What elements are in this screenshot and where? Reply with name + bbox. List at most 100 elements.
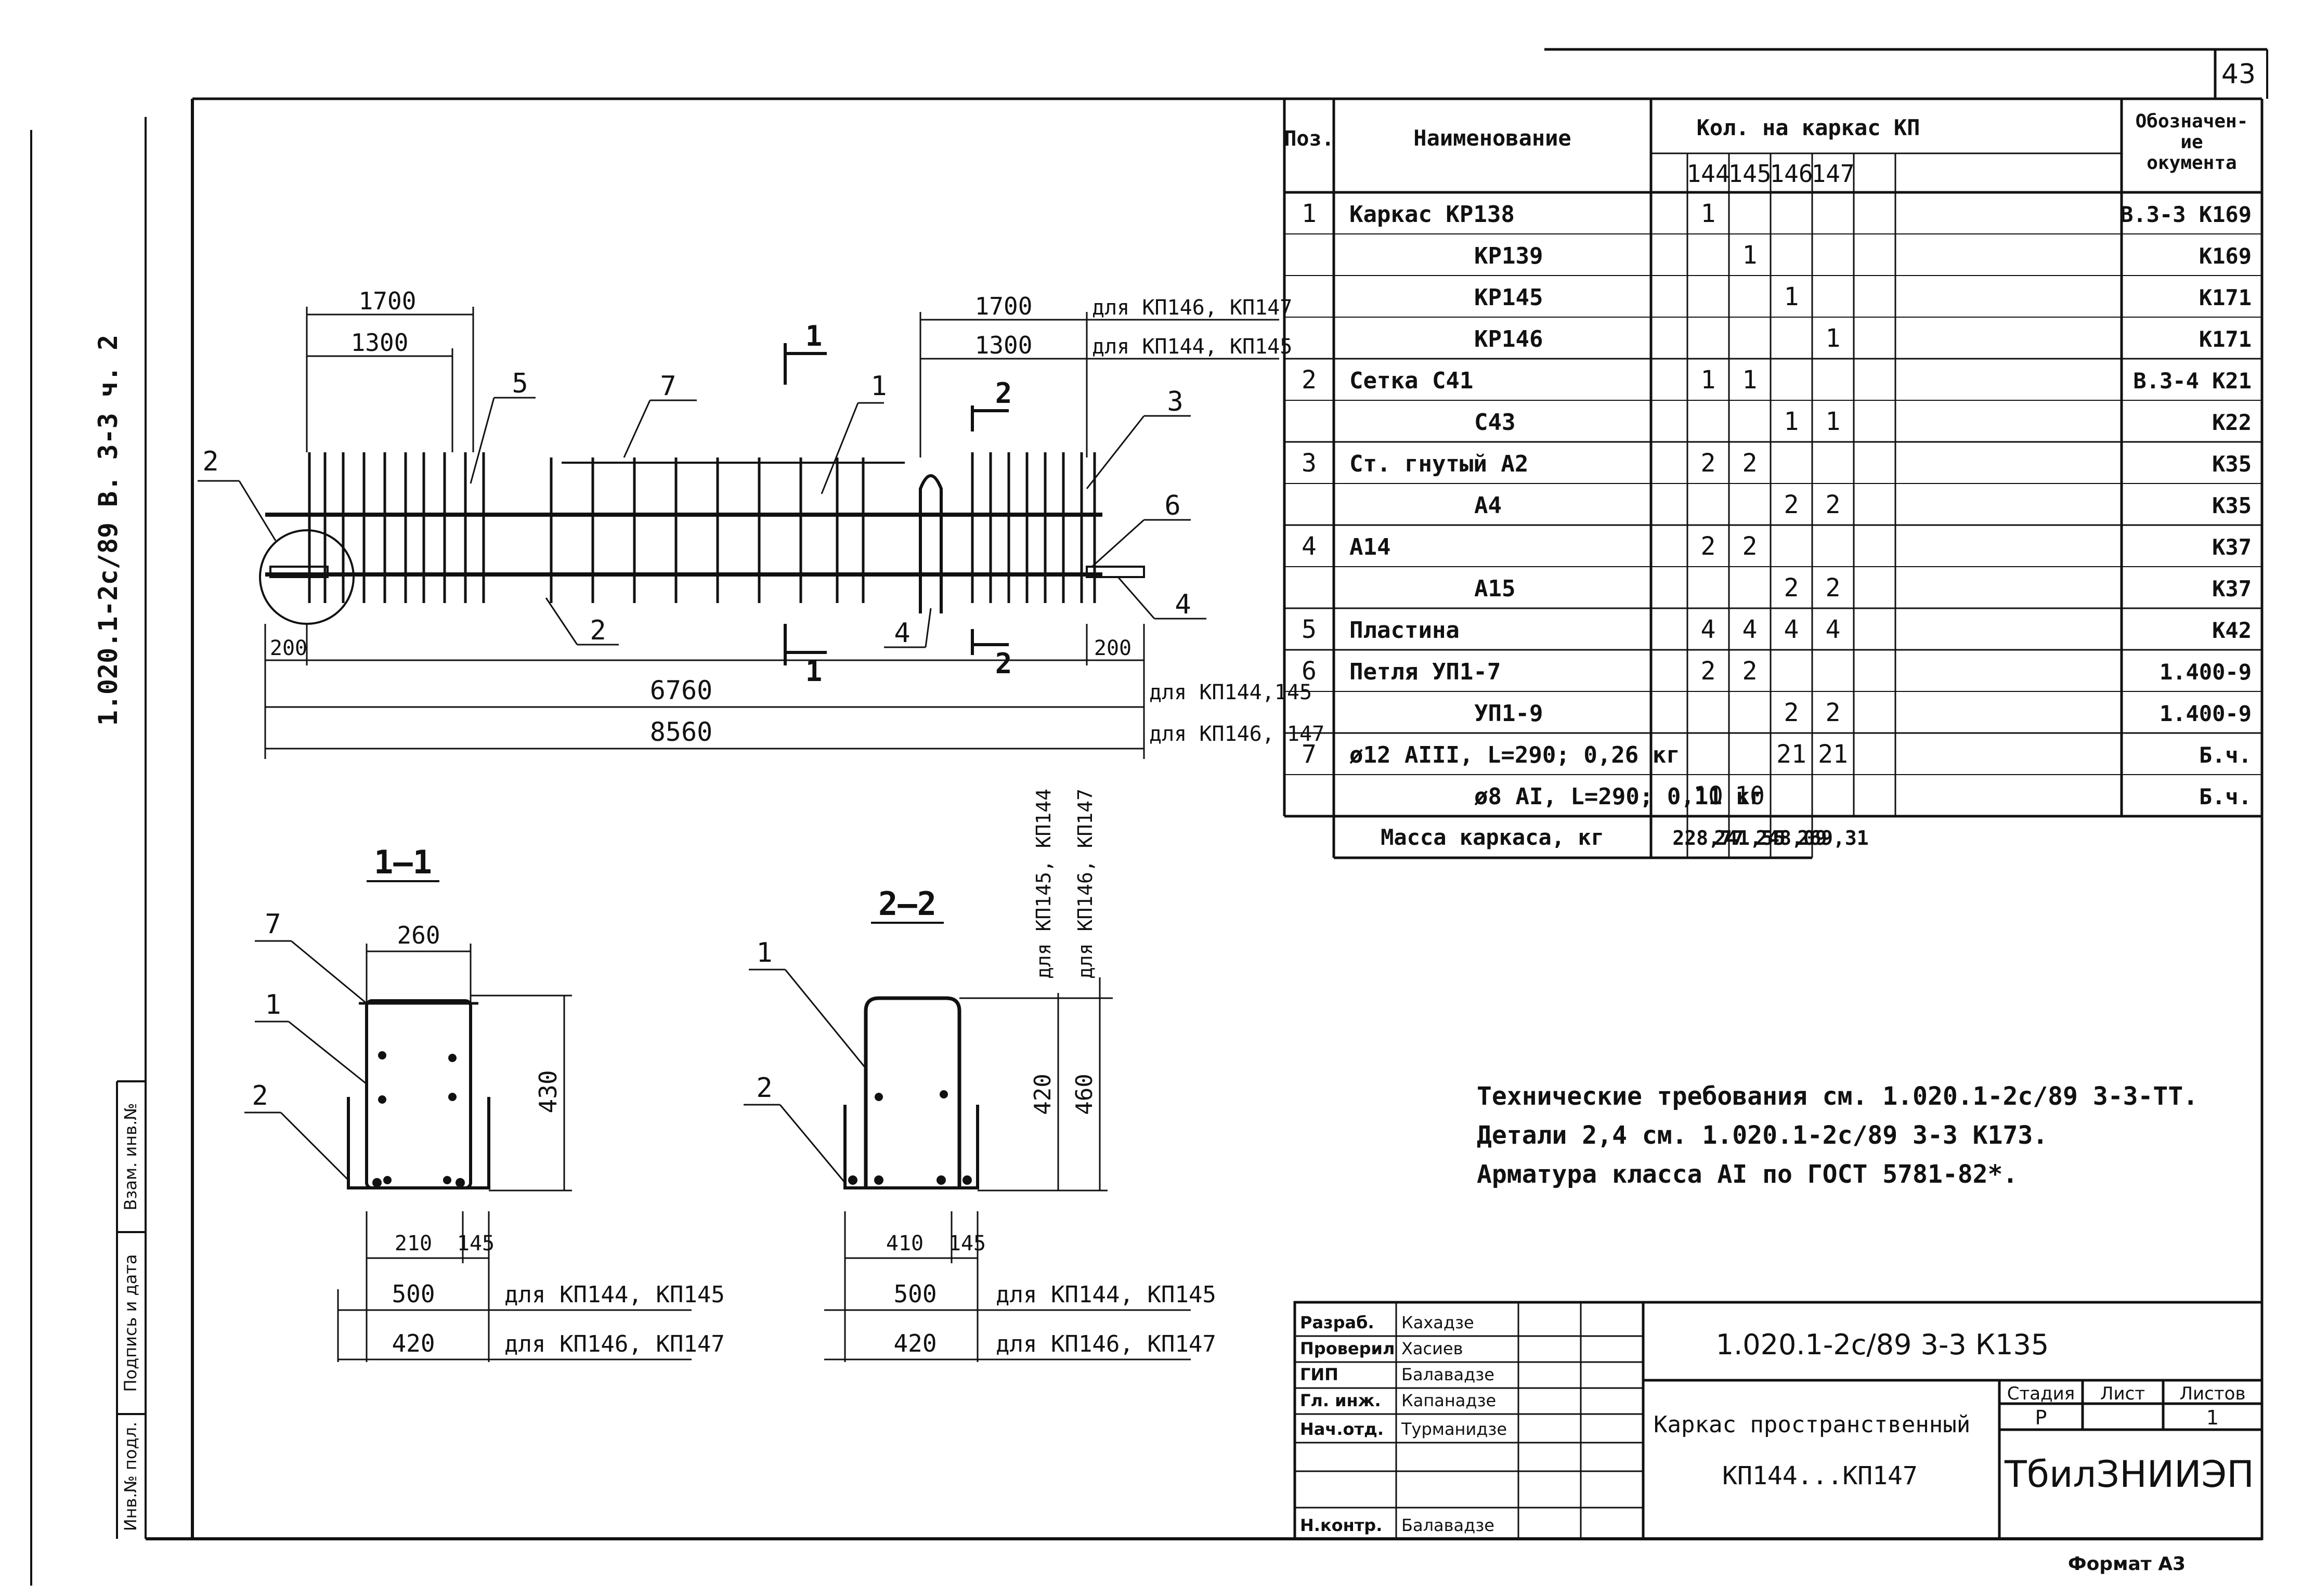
title-block-role: Разраб.: [1300, 1313, 1374, 1332]
spec-row-qty: 1: [1784, 282, 1799, 311]
callout-3: 3: [1167, 386, 1183, 417]
spec-row-pos: 7: [1302, 740, 1317, 769]
spec-row-pos: 6: [1302, 657, 1317, 686]
spec-row-doc: В.3-3 К169: [2120, 202, 2252, 227]
title-block-person: Кахадзе: [1401, 1313, 1474, 1332]
spec-row-name: КР139: [1474, 243, 1543, 269]
dim-1700-right: 1700: [975, 292, 1033, 320]
spec-qty-col-2: 146: [1770, 160, 1813, 188]
spec-row-name: ø8 АI, L=290; 0,11 кг: [1474, 783, 1763, 810]
section-1-stirrup: [347, 1097, 490, 1189]
title-block-role: Проверил: [1300, 1339, 1395, 1358]
callout-4-bottom: 4: [894, 618, 910, 649]
title-block-code: 1.020.1-2с/89 3-3 К135: [1716, 1328, 2049, 1361]
title-block-sheet-label: Лист: [2100, 1383, 2145, 1404]
spec-mass-label: Масса каркаса, кг: [1381, 825, 1604, 850]
spec-row-qty: 21: [1818, 740, 1848, 769]
elevation-view: 1700 1300 1700 1300 для КП146, КП147 для…: [198, 287, 1324, 759]
dim-note-kp144-145: для КП144, КП145: [1092, 335, 1292, 359]
title-block-person: Хасиев: [1401, 1339, 1463, 1358]
section-1-dim-inner: 210: [395, 1232, 432, 1255]
spec-mass-value: 228,77: [1672, 827, 1744, 849]
right-bar-cluster: [971, 452, 1096, 603]
spec-row-qty: 2: [1826, 573, 1841, 603]
bottom-dim-lines: [264, 624, 1145, 759]
left-bar-cluster: [308, 452, 865, 603]
spec-row-name: А15: [1474, 575, 1515, 602]
spec-header-doc-2: ие: [2180, 132, 2203, 153]
spec-mass-value: 269,31: [1797, 827, 1868, 849]
spec-row-doc: В.3-4 К21: [2133, 368, 2252, 394]
spec-row-qty: 1: [1701, 365, 1716, 395]
section-1-dim-side: 145: [457, 1232, 495, 1255]
spec-header-pos: Поз.: [1284, 127, 1334, 151]
spec-qty-col-0: 144: [1686, 160, 1729, 188]
section-cut-marks: [784, 343, 1009, 665]
note-1: Технические требования см. 1.020.1-2с/89…: [1477, 1082, 2198, 1111]
section-1-dim-w2: 420: [392, 1329, 435, 1357]
spec-row-qty: 2: [1742, 532, 1758, 561]
section-2-dim-w1-note: для КП144, КП145: [996, 1281, 1216, 1308]
section-2-stirrup: [843, 1105, 979, 1189]
stamp-label-signature: Подпись и дата: [121, 1254, 140, 1392]
section-2-2: 2–2 420 460 для КП145, КП144 для КП146, …: [744, 789, 1216, 1362]
section-2-dim-inner: 410: [886, 1232, 924, 1255]
spec-row-doc: К37: [2212, 576, 2252, 601]
spec-header-doc-3: окумента: [2147, 152, 2236, 174]
spec-row-name: Пластина: [1349, 617, 1460, 644]
section-2-dim-w2: 420: [893, 1329, 937, 1357]
section-2-callout-1: 1: [756, 937, 772, 969]
title-block-person: Балавадзе: [1401, 1365, 1494, 1384]
spec-row-doc: К35: [2212, 451, 2252, 477]
spec-header-qty: Кол. на каркас КП: [1697, 115, 1920, 140]
dim-overall-1: 6760: [650, 675, 712, 705]
spec-row-qty: 4: [1742, 615, 1758, 644]
title-block-role: ГИП: [1300, 1365, 1338, 1384]
spec-row-qty: 1: [1826, 407, 1841, 436]
spec-qty-col-3: 147: [1811, 160, 1854, 188]
callout-leaders: [198, 397, 1206, 648]
spec-row-doc: 1.400-9: [2160, 659, 2252, 685]
spec-header-doc-1: Обозначен-: [2136, 111, 2248, 132]
title-block-role: Н.контр.: [1300, 1515, 1382, 1535]
callout-2-left: 2: [202, 446, 218, 477]
section-2-dim-h1: 420: [1030, 1074, 1056, 1115]
spec-row-pos: 2: [1302, 365, 1317, 395]
title-block-sheets: 1: [2206, 1406, 2219, 1429]
spec-row-qty: 2: [1784, 490, 1799, 519]
title-block-item-line2: КП144...КП147: [1722, 1461, 1918, 1490]
spec-row-doc: К35: [2212, 493, 2252, 518]
section-2-dim-w2-note: для КП146, КП147: [996, 1331, 1216, 1357]
callout-2-bottom: 2: [590, 615, 606, 646]
spec-row-name: А4: [1474, 492, 1502, 519]
side-stamp: Взам. инв.№ Подпись и дата Инв.№ подл.: [116, 1080, 146, 1539]
spec-row-name: А14: [1349, 534, 1390, 560]
spec-row-doc: К171: [2199, 326, 2252, 352]
spec-row-doc: 1.400-9: [2160, 701, 2252, 726]
section-1-dim-top: 260: [397, 921, 440, 949]
title-block-stage-label: Стадия: [2007, 1383, 2075, 1404]
spec-row-qty: 1: [1826, 324, 1841, 353]
spec-row-qty: 4: [1784, 615, 1799, 644]
callout-4-right: 4: [1175, 589, 1191, 620]
dim-200-right: 200: [1094, 636, 1132, 660]
title-block-person: Балавадзе: [1401, 1515, 1494, 1535]
section-2-dim-h2-note: для КП146, КП147: [1074, 789, 1097, 979]
title-block-person: Капанадзе: [1401, 1391, 1496, 1410]
title-block-organization: ТбилЗНИИЭП: [2004, 1453, 2254, 1496]
dim-1300-left: 1300: [351, 329, 409, 357]
spec-row-doc: К171: [2199, 285, 2252, 310]
callout-7: 7: [660, 371, 676, 402]
spec-row-doc: Б.ч.: [2199, 742, 2252, 768]
spec-row-qty: 2: [1701, 657, 1716, 686]
section-1-callout-7: 7: [265, 909, 281, 940]
spec-row-qty: 2: [1826, 698, 1841, 727]
spec-row-qty: 2: [1784, 698, 1799, 727]
section-mark-2-top: 2: [995, 377, 1012, 410]
spec-row-qty: 1: [1742, 365, 1758, 395]
spec-row-qty: 1: [1784, 407, 1799, 436]
section-2-dim-w1: 500: [893, 1280, 937, 1308]
